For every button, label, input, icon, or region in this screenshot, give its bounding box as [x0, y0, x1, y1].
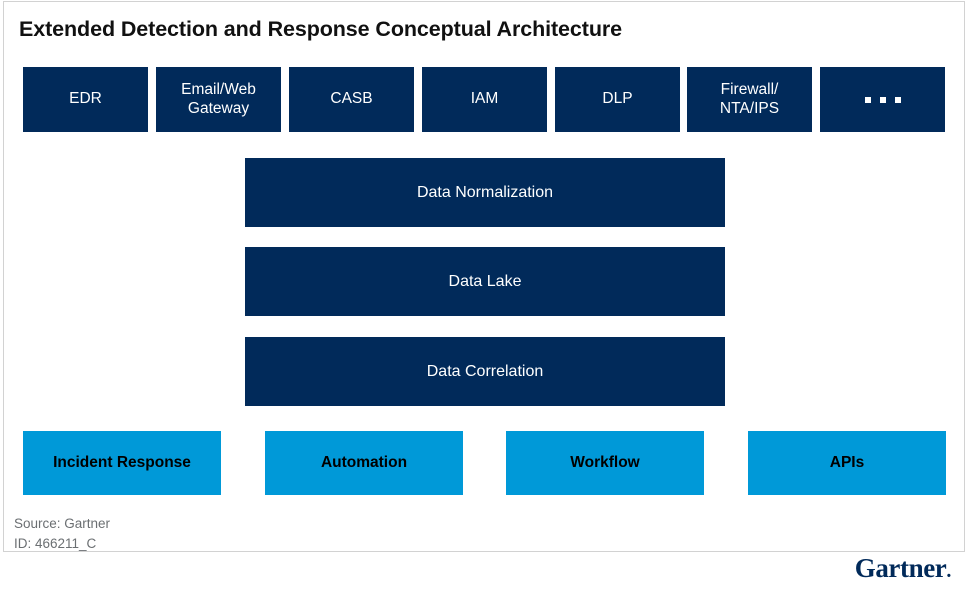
- source-box-label: Email/Web Gateway: [181, 80, 256, 117]
- source-box-label: DLP: [602, 90, 633, 108]
- page-title: Extended Detection and Response Conceptu…: [19, 17, 622, 41]
- capability-box-label: APIs: [829, 453, 865, 471]
- source-box-email-web-gateway[interactable]: Email/Web Gateway: [156, 67, 281, 132]
- source-box-label: CASB: [330, 90, 373, 108]
- source-attribution: Source: Gartner ID: 466211_C: [14, 516, 111, 551]
- capability-box-workflow[interactable]: Workflow: [506, 431, 704, 495]
- pipeline-box-data-normalization[interactable]: Data Normalization: [245, 158, 725, 227]
- source-box-casb[interactable]: CASB: [289, 67, 414, 132]
- gartner-logo: Gartner.: [854, 553, 952, 584]
- source-box-dlp[interactable]: DLP: [555, 67, 680, 132]
- source-box-firewall-nta-ips[interactable]: Firewall/ NTA/IPS: [687, 67, 812, 132]
- ellipsis-dots-icon: [864, 96, 901, 103]
- source-box-edr[interactable]: EDR: [23, 67, 148, 132]
- pipeline-box-data-correlation[interactable]: Data Correlation: [245, 337, 725, 406]
- capability-box-incident-response[interactable]: Incident Response: [23, 431, 221, 495]
- pipeline-box-label: Data Lake: [448, 272, 522, 290]
- gartner-logo-text: Gartner: [854, 553, 947, 583]
- capability-box-label: Automation: [320, 453, 408, 471]
- pipeline-box-data-lake[interactable]: Data Lake: [245, 247, 725, 316]
- source-box-label: IAM: [470, 90, 499, 108]
- source-box-label: Firewall/ NTA/IPS: [719, 80, 780, 117]
- source-box-more[interactable]: [820, 67, 945, 132]
- capability-box-apis[interactable]: APIs: [748, 431, 946, 495]
- source-box-iam[interactable]: IAM: [422, 67, 547, 132]
- capability-box-label: Workflow: [570, 453, 640, 471]
- capability-box-label: Incident Response: [53, 453, 191, 471]
- pipeline-box-label: Data Normalization: [416, 183, 554, 201]
- gartner-logo-mark: .: [946, 560, 951, 582]
- pipeline-box-label: Data Correlation: [426, 362, 544, 380]
- source-box-label: EDR: [69, 90, 102, 108]
- capability-box-automation[interactable]: Automation: [265, 431, 463, 495]
